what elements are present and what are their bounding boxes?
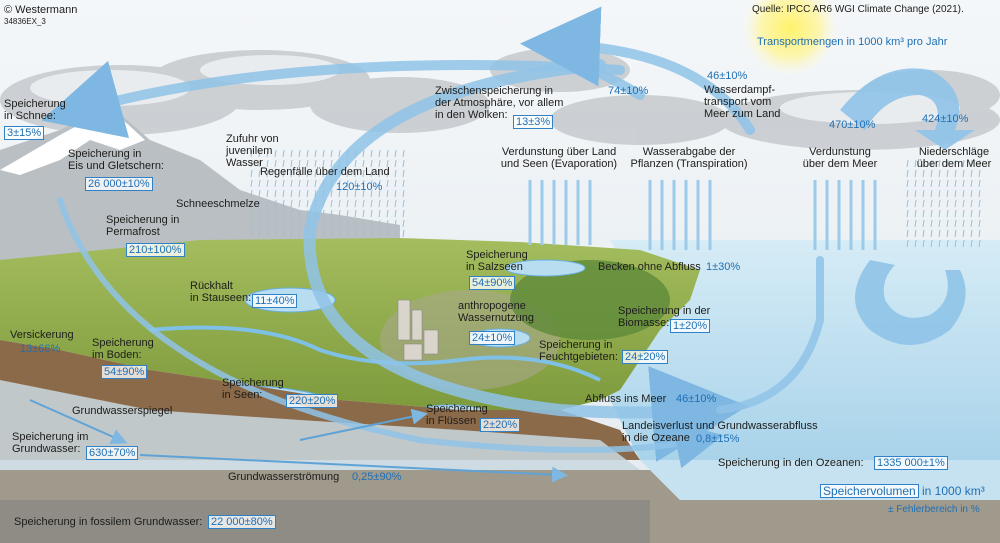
flux-groundwater-flow-value: 0,25±90% bbox=[352, 471, 402, 483]
storage-atmosphere-value: 13±3% bbox=[513, 115, 554, 129]
storage-reservoir-value: 11±40% bbox=[252, 294, 298, 308]
flux-snowmelt-label: Schneeschmelze bbox=[176, 198, 260, 210]
flux-ice-loss-label: Landeisverlust und Grundwasserabfluss in… bbox=[622, 420, 818, 444]
fossil-groundwater bbox=[0, 500, 650, 543]
flux-rain-land-value: 120±10% bbox=[336, 181, 383, 193]
ocean-cycle-arrow-lower bbox=[855, 260, 966, 345]
rain-over-sea bbox=[905, 160, 985, 250]
storage-fossil-label: Speicherung in fossilem Grundwasser: bbox=[14, 516, 203, 528]
storage-snow-value: 3±15% bbox=[4, 126, 45, 140]
flux-ice-loss-value: 0,8±15% bbox=[696, 433, 740, 445]
flux-precip-sea-label: Niederschläge über dem Meer bbox=[916, 146, 992, 170]
flux-land-to-atmosphere-value: 74±10% bbox=[608, 85, 649, 97]
flux-closed-basin-label: Becken ohne Abfluss bbox=[598, 261, 701, 273]
storage-atmosphere-label: Zwischenspeicherung in der Atmosphäre, v… bbox=[435, 85, 564, 121]
flux-evaporation-sea-label: Verdunstung über dem Meer bbox=[802, 146, 878, 170]
flux-runoff-label: Abfluss ins Meer bbox=[585, 393, 667, 405]
storage-saltlakes-value: 54±90% bbox=[469, 276, 516, 290]
storage-saltlakes-label: Speicherung in Salzseen bbox=[466, 249, 528, 273]
storage-ice-value: 26 000±10% bbox=[85, 177, 153, 191]
storage-lakes-label: Speicherung in Seen: bbox=[222, 377, 284, 401]
flux-evaporation-label: Verdunstung über Land und Seen (Evaporat… bbox=[500, 146, 618, 170]
flux-infiltration-value: 13±66% bbox=[20, 343, 61, 355]
transport-title: Transportmengen in 1000 km³ pro Jahr bbox=[757, 36, 948, 48]
storage-biomass-value: 1±20% bbox=[670, 319, 711, 333]
ocean-cycle-arrow bbox=[840, 68, 975, 150]
forest bbox=[510, 260, 670, 340]
legend-error-note: ± Fehlerbereich in % bbox=[888, 504, 980, 515]
flux-infiltration-label: Versickerung bbox=[10, 329, 74, 341]
storage-soil-value: 54±90% bbox=[101, 365, 148, 379]
flux-human-use-value: 24±10% bbox=[469, 331, 516, 345]
map-code: 34836EX_3 bbox=[4, 17, 46, 26]
flux-precip-sea-value: 424±10% bbox=[922, 113, 969, 125]
groundwater-flow bbox=[29, 399, 568, 483]
flow-arrows bbox=[41, 6, 824, 469]
storage-rivers-value: 2±20% bbox=[480, 418, 521, 432]
storage-wetlands-label: Speicherung in Feuchtgebieten: bbox=[539, 339, 618, 363]
flux-closed-basin-value: 1±30% bbox=[706, 261, 741, 273]
storage-reservoir-label: Rückhalt in Stauseen: bbox=[190, 280, 252, 304]
city bbox=[397, 299, 439, 361]
groundwater-table-label: Grundwasserspiegel bbox=[72, 405, 173, 417]
storage-fossil-value: 22 000±80% bbox=[208, 515, 276, 529]
flux-runoff-value: 46±10% bbox=[676, 393, 717, 405]
storage-biomass-label: Speicherung in der Biomasse: bbox=[618, 305, 711, 329]
flux-evaporation-sea-value: 470±10% bbox=[829, 119, 876, 131]
storage-ocean-label: Speicherung in den Ozeanen: bbox=[718, 457, 864, 469]
flux-sea-to-land-label: Wasserdampf- transport vom Meer zum Land bbox=[704, 84, 781, 120]
publisher-credit: © Westermann bbox=[4, 4, 78, 16]
storage-groundwater-value: 630±70% bbox=[86, 446, 139, 460]
rain-over-land bbox=[250, 150, 410, 240]
evaporation-arrows bbox=[528, 180, 877, 250]
legend-storage-box: Speichervolumen bbox=[820, 484, 919, 498]
sun bbox=[742, 0, 838, 76]
flux-sea-to-land-value: 46±10% bbox=[707, 70, 748, 82]
storage-lakes-value: 220±20% bbox=[286, 394, 339, 408]
storage-wetlands-value: 24±20% bbox=[622, 350, 669, 364]
source-note: Quelle: IPCC AR6 WGI Climate Change (202… bbox=[752, 4, 964, 15]
storage-permafrost-value: 210±100% bbox=[126, 243, 185, 257]
storage-snow-label: Speicherung in Schnee: bbox=[4, 98, 66, 122]
storage-rivers-label: Speicherung in Flüssen bbox=[426, 403, 488, 427]
flux-rain-land-label: Regenfälle über dem Land bbox=[260, 166, 390, 178]
storage-ocean-value: 1335 000±1% bbox=[874, 456, 948, 470]
flux-transpiration-label: Wasserabgabe der Pflanzen (Transpiration… bbox=[630, 146, 748, 170]
storage-permafrost-label: Speicherung in Permafrost bbox=[106, 214, 180, 238]
storage-groundwater-label: Speicherung im Grundwasser: bbox=[12, 431, 89, 455]
flux-juvenile-label: Zufuhr von juvenilem Wasser bbox=[226, 133, 279, 169]
storage-ice-label: Speicherung in Eis und Gletschern: bbox=[68, 148, 164, 172]
flux-human-use-label: anthropogene Wassernutzung bbox=[458, 300, 535, 324]
legend-storage-unit: in 1000 km³ bbox=[922, 484, 985, 498]
storage-soil-label: Speicherung im Boden: bbox=[92, 337, 154, 361]
flux-groundwater-flow-label: Grundwasserströmung bbox=[228, 471, 340, 483]
